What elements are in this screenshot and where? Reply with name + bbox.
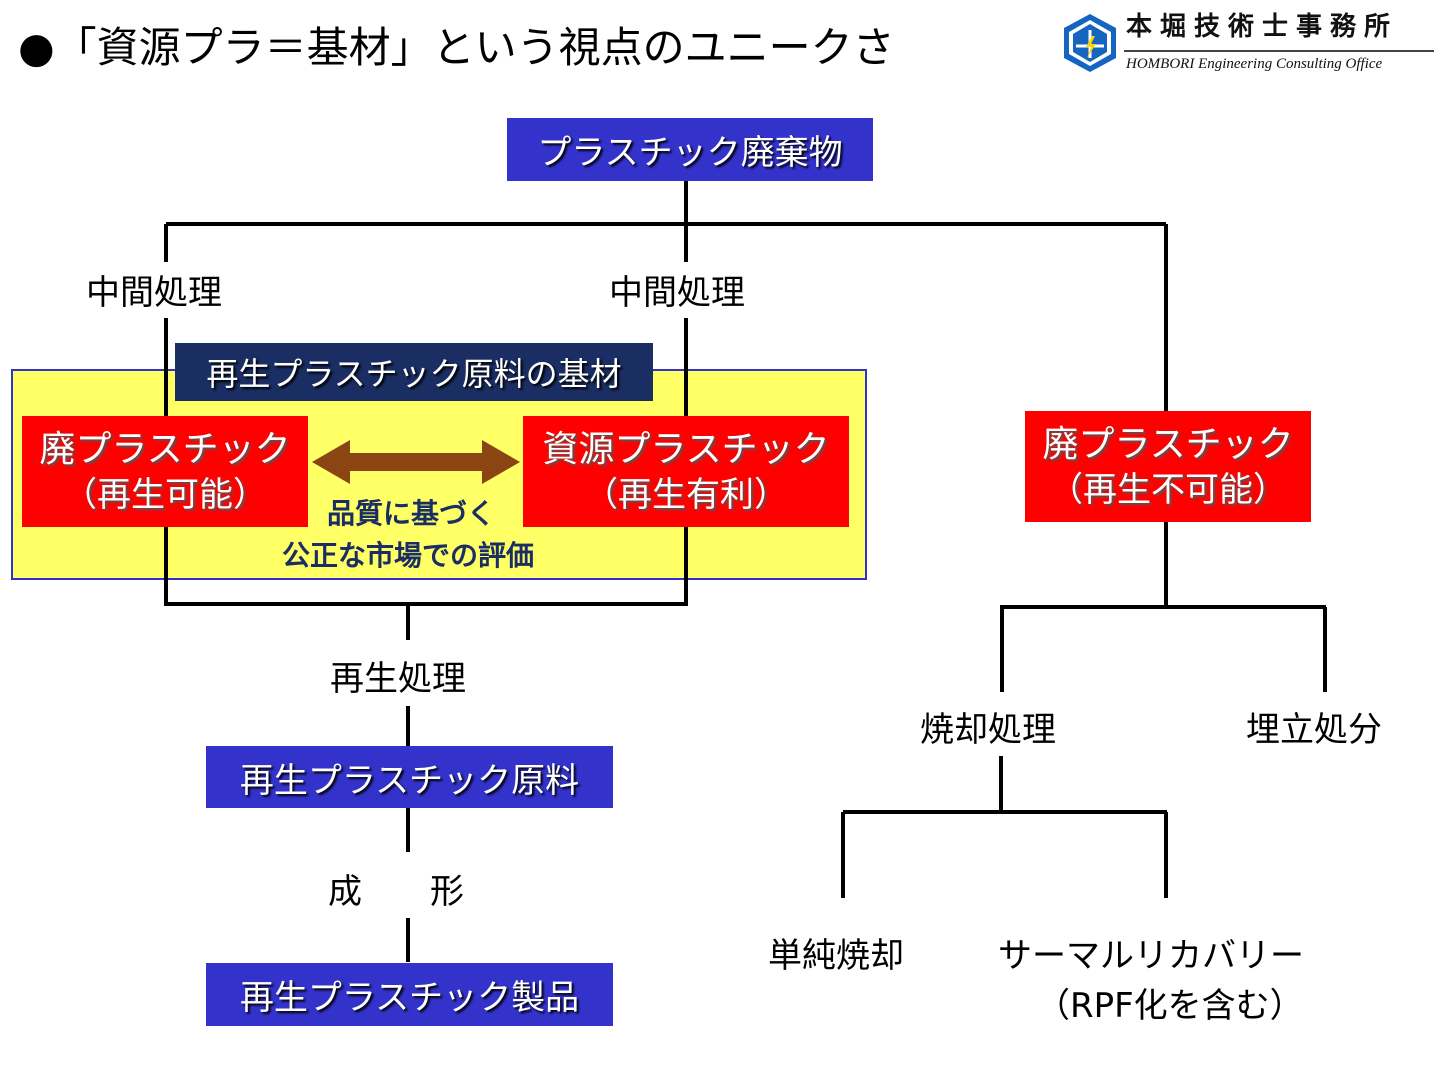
company-logo bbox=[1058, 8, 1438, 84]
waste-plastic-nonrecyclable-note: （再生不可能） bbox=[1049, 469, 1287, 510]
molding-process: 成 形 bbox=[326, 864, 466, 913]
waste-plastic-nonrecyclable-title: 廃プラスチック bbox=[1042, 423, 1294, 465]
logo-divider bbox=[1124, 50, 1434, 52]
plastic-waste-label: プラスチック廃棄物 bbox=[537, 133, 843, 173]
recycled-material-box: 再生プラスチック原料 bbox=[206, 746, 613, 808]
waste-plastic-recyclable-note: （再生可能） bbox=[63, 474, 267, 515]
base-material-label-box: 再生プラスチック原料の基材 bbox=[175, 343, 653, 401]
market-evaluation-line1: 品質に基づく bbox=[326, 497, 495, 530]
incineration-process: 焼却処理 bbox=[918, 702, 1058, 751]
resource-plastic-box: 資源プラスチック （再生有利） bbox=[523, 416, 849, 527]
waste-plastic-recyclable-box: 廃プラスチック （再生可能） bbox=[22, 416, 308, 527]
base-material-label: 再生プラスチック原料の基材 bbox=[206, 355, 622, 393]
waste-plastic-nonrecyclable-box: 廃プラスチック （再生不可能） bbox=[1025, 411, 1311, 522]
waste-plastic-recyclable-title: 廃プラスチック bbox=[39, 428, 291, 470]
intermediate-treatment-left: 中間処理 bbox=[84, 265, 224, 314]
regeneration-process: 再生処理 bbox=[328, 651, 468, 700]
resource-plastic-note: （再生有利） bbox=[584, 474, 788, 515]
recycled-material-label: 再生プラスチック原料 bbox=[239, 760, 580, 801]
resource-plastic-title: 資源プラスチック bbox=[542, 428, 830, 470]
landfill-disposal: 埋立処分 bbox=[1244, 702, 1384, 751]
recycled-product-box: 再生プラスチック製品 bbox=[206, 963, 613, 1026]
page-title: ●「資源プラ＝基材」という視点のユニークさ bbox=[18, 23, 895, 72]
intermediate-treatment-right: 中間処理 bbox=[607, 265, 747, 314]
recycled-product-label: 再生プラスチック製品 bbox=[239, 978, 580, 1018]
logo-emblem-icon bbox=[1064, 14, 1116, 72]
logo-name-en: HOMBORI Engineering Consulting Office bbox=[1126, 56, 1383, 72]
logo-name-jp: 本堀技術士事務所 bbox=[1126, 12, 1399, 42]
market-evaluation-line2: 公正な市場での評価 bbox=[281, 539, 534, 572]
thermal-recovery-line1: サーマルリカバリー bbox=[998, 936, 1304, 976]
simple-incineration: 単純焼却 bbox=[768, 936, 904, 976]
plastic-waste-box: プラスチック廃棄物 bbox=[507, 118, 873, 181]
thermal-recovery-line2: （RPF化を含む） bbox=[1036, 986, 1304, 1026]
double-arrow-icon bbox=[312, 440, 520, 484]
